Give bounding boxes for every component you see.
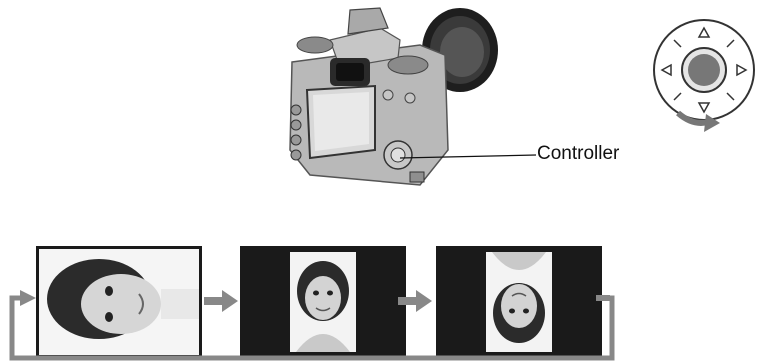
right-arrow-icon-1 [204,290,238,312]
photo-frame-rotated [36,246,202,358]
photo-frame-upright [240,246,406,358]
controller-callout-line [400,154,537,159]
portrait-rotated-icon [39,249,199,355]
four-way-controller-dial-icon [653,19,755,132]
portrait-upside-down-icon [486,252,552,352]
right-arrow-icon-2 [398,290,432,312]
camera-illustration [289,7,498,186]
return-loop-arrow-icon [9,290,615,361]
photo-frame-upside-down [436,246,602,358]
portrait-upright-icon [290,252,356,352]
controller-label: Controller [537,143,620,164]
